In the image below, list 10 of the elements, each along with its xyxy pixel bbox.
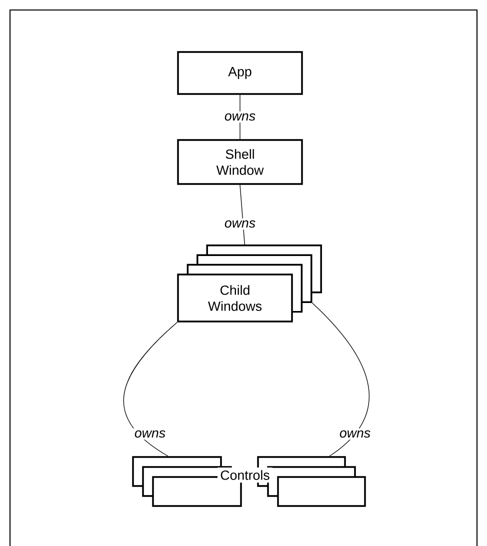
edge-label: owns [222, 111, 258, 123]
window-stack: Child Windows [177, 244, 322, 322]
edge-label: owns [132, 428, 168, 440]
connector [312, 302, 370, 456]
connector [123, 322, 178, 456]
edge-label: owns [337, 428, 373, 440]
app-box: App [177, 51, 303, 95]
window-box: Shell Window [177, 139, 303, 185]
stack-label: Controls [218, 467, 272, 483]
edge-label: owns [222, 218, 258, 230]
